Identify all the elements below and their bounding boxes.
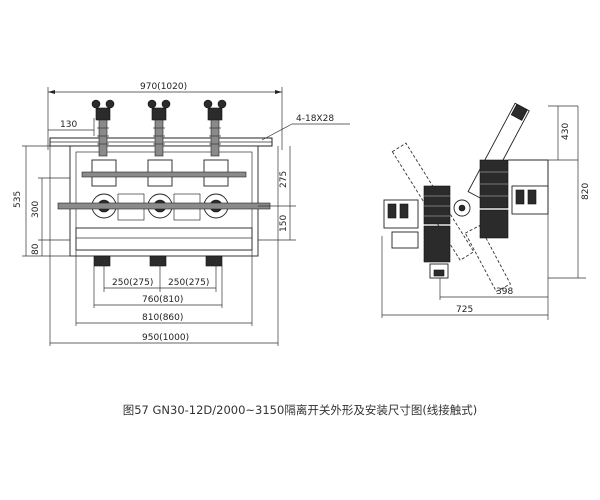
dim-text-810: 810(860) bbox=[142, 313, 183, 323]
front-view: 970(1020) 130 4-18X28 bbox=[13, 82, 350, 346]
foot bbox=[149, 255, 167, 267]
phase-b bbox=[147, 99, 171, 157]
dim-text-430: 430 bbox=[561, 123, 571, 140]
terminal-bolt bbox=[91, 99, 101, 109]
hole-callout: 4-18X28 bbox=[296, 114, 334, 124]
dim-text-398: 398 bbox=[496, 287, 513, 297]
terminal bbox=[95, 107, 111, 121]
dim-text-phase-left: 250(275) bbox=[112, 278, 153, 288]
foot bbox=[93, 255, 111, 267]
arrow bbox=[275, 90, 282, 94]
insulator-lower-left bbox=[423, 225, 451, 263]
base-plate bbox=[75, 227, 253, 251]
side-view: 430 820 398 725 bbox=[381, 102, 591, 320]
cross-bar bbox=[81, 171, 247, 178]
dim-text-300: 300 bbox=[31, 201, 41, 218]
pivot-center bbox=[458, 204, 466, 212]
figure-caption: 图57 GN30-12D/2000~3150隔离开关外形及安装尺寸图(线接触式) bbox=[123, 403, 478, 417]
left-lower-box bbox=[391, 231, 419, 249]
blade-lower bbox=[464, 225, 512, 293]
phase-c bbox=[203, 99, 227, 157]
dim-text-820: 820 bbox=[581, 183, 591, 200]
phase-a bbox=[91, 99, 115, 157]
dim-text-950: 950(1000) bbox=[142, 333, 189, 343]
terminal-bolt bbox=[217, 99, 227, 109]
terminal-bolt bbox=[105, 99, 115, 109]
terminal bbox=[207, 107, 223, 121]
insulator bbox=[98, 119, 108, 157]
leader-line bbox=[261, 123, 293, 141]
insulator bbox=[154, 119, 164, 157]
insulator-upper-left bbox=[423, 185, 451, 225]
insulator bbox=[210, 119, 220, 157]
dim-text-80: 80 bbox=[31, 243, 41, 255]
dim-text-phase-right: 250(275) bbox=[168, 278, 209, 288]
dim-text-535: 535 bbox=[13, 191, 23, 208]
dim-text-top: 970(1020) bbox=[140, 82, 187, 92]
dim-text-275: 275 bbox=[279, 171, 289, 188]
operating-shaft bbox=[57, 202, 271, 210]
foot bbox=[205, 255, 223, 267]
dim-text-150: 150 bbox=[279, 215, 289, 232]
blade-tip bbox=[510, 103, 528, 121]
terminal bbox=[151, 107, 167, 121]
insulator-lower-right bbox=[479, 209, 509, 239]
dim-text-725: 725 bbox=[456, 305, 473, 315]
dim-text-760: 760(810) bbox=[142, 295, 183, 305]
arrow bbox=[48, 90, 55, 94]
dim-text-130: 130 bbox=[60, 120, 77, 130]
terminal-bolt bbox=[147, 99, 157, 109]
terminal-bolt bbox=[203, 99, 213, 109]
terminal-bolt bbox=[161, 99, 171, 109]
